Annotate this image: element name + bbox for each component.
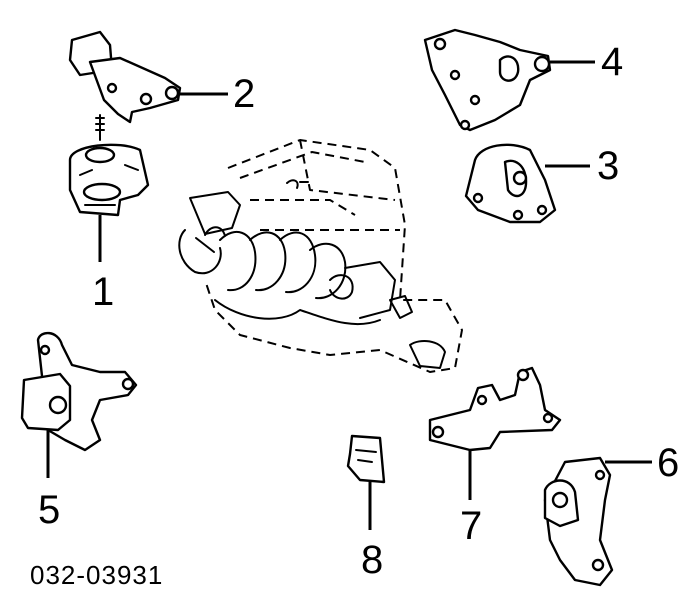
engine-assembly: [178, 139, 463, 373]
part-7-bracket: [428, 366, 562, 500]
callout-6: 6: [657, 441, 680, 485]
part-8-clip: [346, 434, 386, 530]
callout-8: 8: [361, 538, 384, 582]
part-1-mount: [68, 114, 150, 262]
part-2-bracket: [68, 30, 228, 124]
part-4-bracket: [423, 28, 595, 132]
callout-5: 5: [38, 488, 61, 532]
callout-3: 3: [597, 144, 620, 188]
diagram-part-number: 032-03931: [30, 560, 164, 590]
callout-2: 2: [233, 72, 256, 116]
part-5-mount: [20, 331, 138, 478]
part-6-mount: [543, 456, 652, 587]
callout-1: 1: [92, 270, 115, 314]
part-3-mount: [464, 143, 590, 224]
callout-7: 7: [460, 504, 483, 548]
callout-4: 4: [601, 40, 624, 84]
